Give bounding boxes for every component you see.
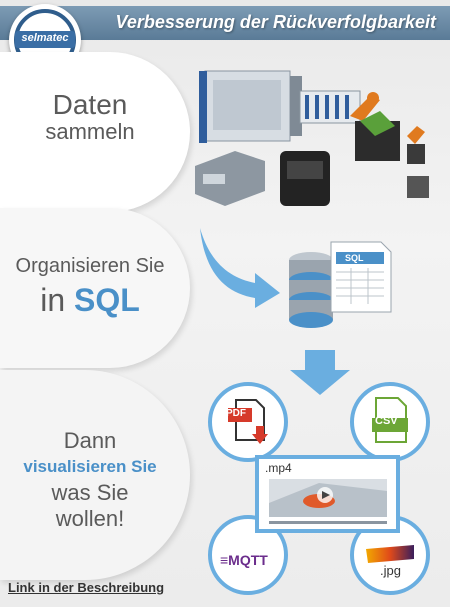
- step-visualize-text: Dann visualisieren Sie was Sie wollen!: [0, 428, 180, 532]
- header-title: Verbesserung der Rückverfolgbarkeit: [115, 12, 436, 32]
- csv-file-icon: [372, 397, 408, 443]
- step-visualize-panel: [0, 370, 190, 580]
- curved-arrow-icon: [200, 228, 280, 308]
- logo-plate: [15, 31, 75, 48]
- sensor-box-icon: [195, 151, 265, 206]
- video-preview-frame: .mp4: [255, 455, 400, 533]
- step-visualize-line1: Dann: [63, 428, 117, 453]
- pdf-label: PDF: [226, 408, 246, 419]
- step-visualize-highlight: visualisieren Sie: [23, 457, 157, 476]
- description-link[interactable]: Link in der Beschreibung: [8, 580, 165, 595]
- camera-unit-icon: [280, 151, 330, 206]
- jpg-label: .jpg: [380, 563, 401, 578]
- step-organize-prefix: in: [40, 282, 66, 318]
- down-arrow-icon: [290, 350, 350, 395]
- step-organize-line1: Organisieren Sie: [15, 255, 165, 277]
- image-file-icon: [366, 545, 414, 563]
- step-collect-line2: sammeln: [45, 119, 135, 144]
- mp4-label: .mp4: [265, 461, 292, 475]
- pdf-format-circle: [208, 382, 288, 462]
- step-collect-panel: [0, 52, 190, 212]
- video-thumbnail: [269, 479, 387, 524]
- csv-label: CSV: [375, 415, 398, 427]
- mqtt-icon: ≡: [220, 552, 229, 568]
- step-organize-line2: in SQL: [0, 282, 180, 319]
- sql-doc-label: SQL: [345, 253, 364, 263]
- pdf-file-icon: [228, 399, 268, 444]
- small-robot-icon: [407, 126, 429, 198]
- enclosure-machine-icon: [199, 70, 302, 143]
- sql-document-icon: [330, 241, 392, 313]
- step-visualize-line4: wollen!: [55, 506, 125, 531]
- database-icon: [289, 241, 392, 328]
- step-organize-panel: [0, 208, 190, 368]
- rack-machine-icon: [299, 90, 361, 124]
- machines-illustration: [195, 70, 429, 206]
- csv-format-circle: [350, 382, 430, 462]
- step-collect-line1: Daten: [52, 89, 128, 120]
- step-organize-highlight: SQL: [74, 282, 140, 318]
- step-visualize-line3: was Sie: [51, 480, 129, 505]
- logo-text: selmatec: [21, 32, 69, 44]
- mqtt-label: ≡MQTT: [220, 552, 268, 568]
- video-progress-bar: [269, 521, 387, 524]
- robot-arm-icon: [350, 92, 400, 161]
